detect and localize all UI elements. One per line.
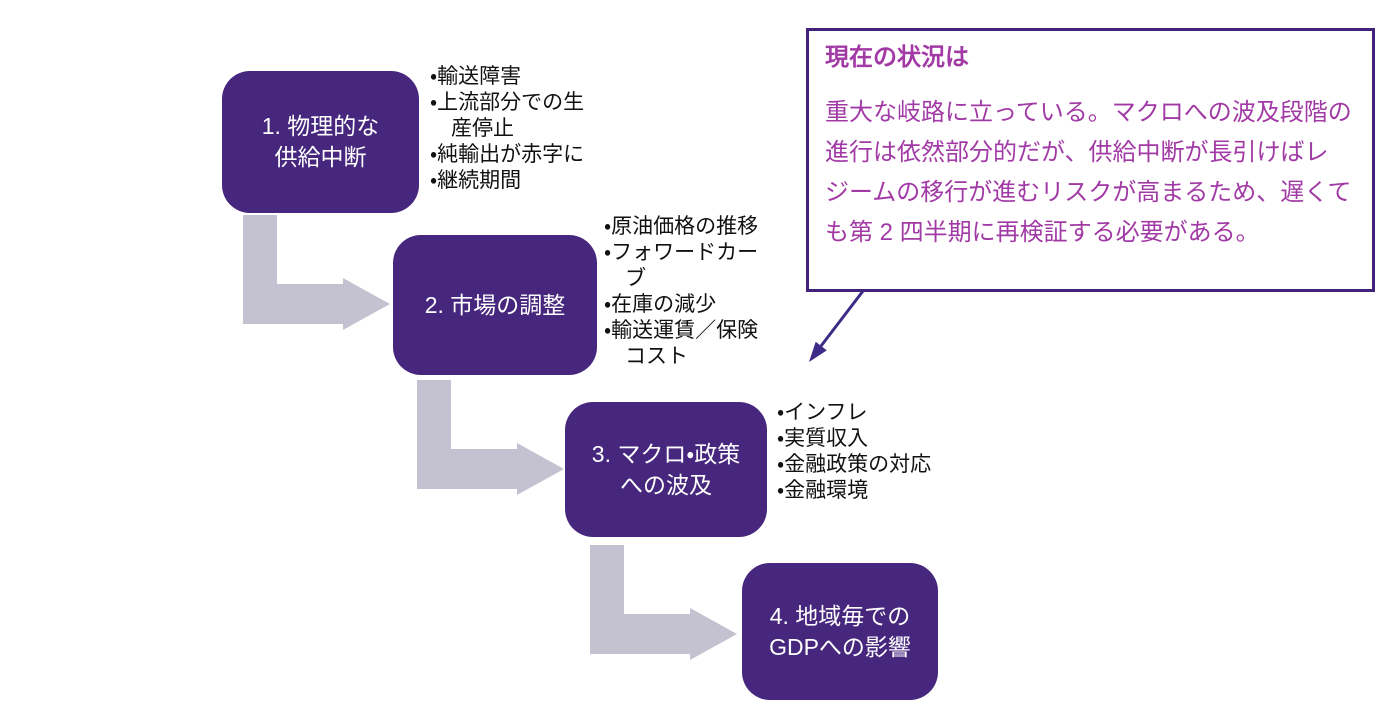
bullet-item: ・実質収入	[777, 427, 869, 450]
bullet-item: ・原油価格の推移	[604, 215, 759, 238]
elbow-arrow-icon	[417, 380, 564, 495]
flow-step-3-title: 3. マクロ・政策 への波及	[591, 440, 741, 498]
bullet-item: ・輸送障害	[430, 65, 522, 88]
callout-pointer-arrow-icon	[809, 290, 865, 362]
bullet-item: ・上流部分での生産停止	[430, 91, 585, 140]
elbow-arrow-icon	[243, 215, 390, 330]
flow-step-3-box: 3. マクロ・政策 への波及	[565, 402, 767, 537]
bullet-item: ・金融環境	[777, 479, 869, 502]
bullet-item: ・フォワードカーブ	[604, 241, 759, 290]
flow-step-4-box: 4. 地域毎での GDPへの影響	[742, 563, 938, 700]
callout-body: 重大な岐路に立っている。マクロへの波及段階の進行は依然部分的だが、供給中断が長引…	[825, 99, 1352, 246]
flow-step-3-bullets: ・インフレ ・実質収入 ・金融政策の対応 ・金融環境	[777, 400, 949, 504]
bullet-item: ・金融政策の対応	[777, 453, 932, 476]
bullet-item: ・輸送運賃／保険コスト	[604, 319, 759, 368]
bullet-item: ・純輸出が赤字に	[430, 143, 585, 166]
bullet-item: ・継続期間	[430, 169, 522, 192]
bullet-item: ・在庫の減少	[604, 293, 717, 316]
flow-step-1-title: 1. 物理的な 供給中断	[261, 113, 380, 170]
bullet-item: ・インフレ	[777, 401, 868, 424]
elbow-arrow-icon	[590, 545, 737, 660]
flow-step-2-bullets: ・原油価格の推移 ・フォワードカーブ ・在庫の減少 ・輸送運賃／保険コスト	[604, 214, 772, 370]
callout-heading: 現在の状況は	[825, 44, 969, 71]
flow-step-2-box: 2. 市場の調整	[393, 235, 597, 375]
flow-step-1-bullets: ・輸送障害 ・上流部分での生産停止 ・純輸出が赤字に ・継続期間	[430, 64, 596, 194]
status-callout: 現在の状況は 重大な岐路に立っている。マクロへの波及段階の進行は依然部分的だが、…	[806, 28, 1375, 292]
flow-step-2-title: 2. 市場の調整	[424, 291, 566, 318]
flow-step-1-box: 1. 物理的な 供給中断	[222, 71, 419, 213]
flow-step-4-title: 4. 地域毎での GDPへの影響	[769, 602, 911, 660]
